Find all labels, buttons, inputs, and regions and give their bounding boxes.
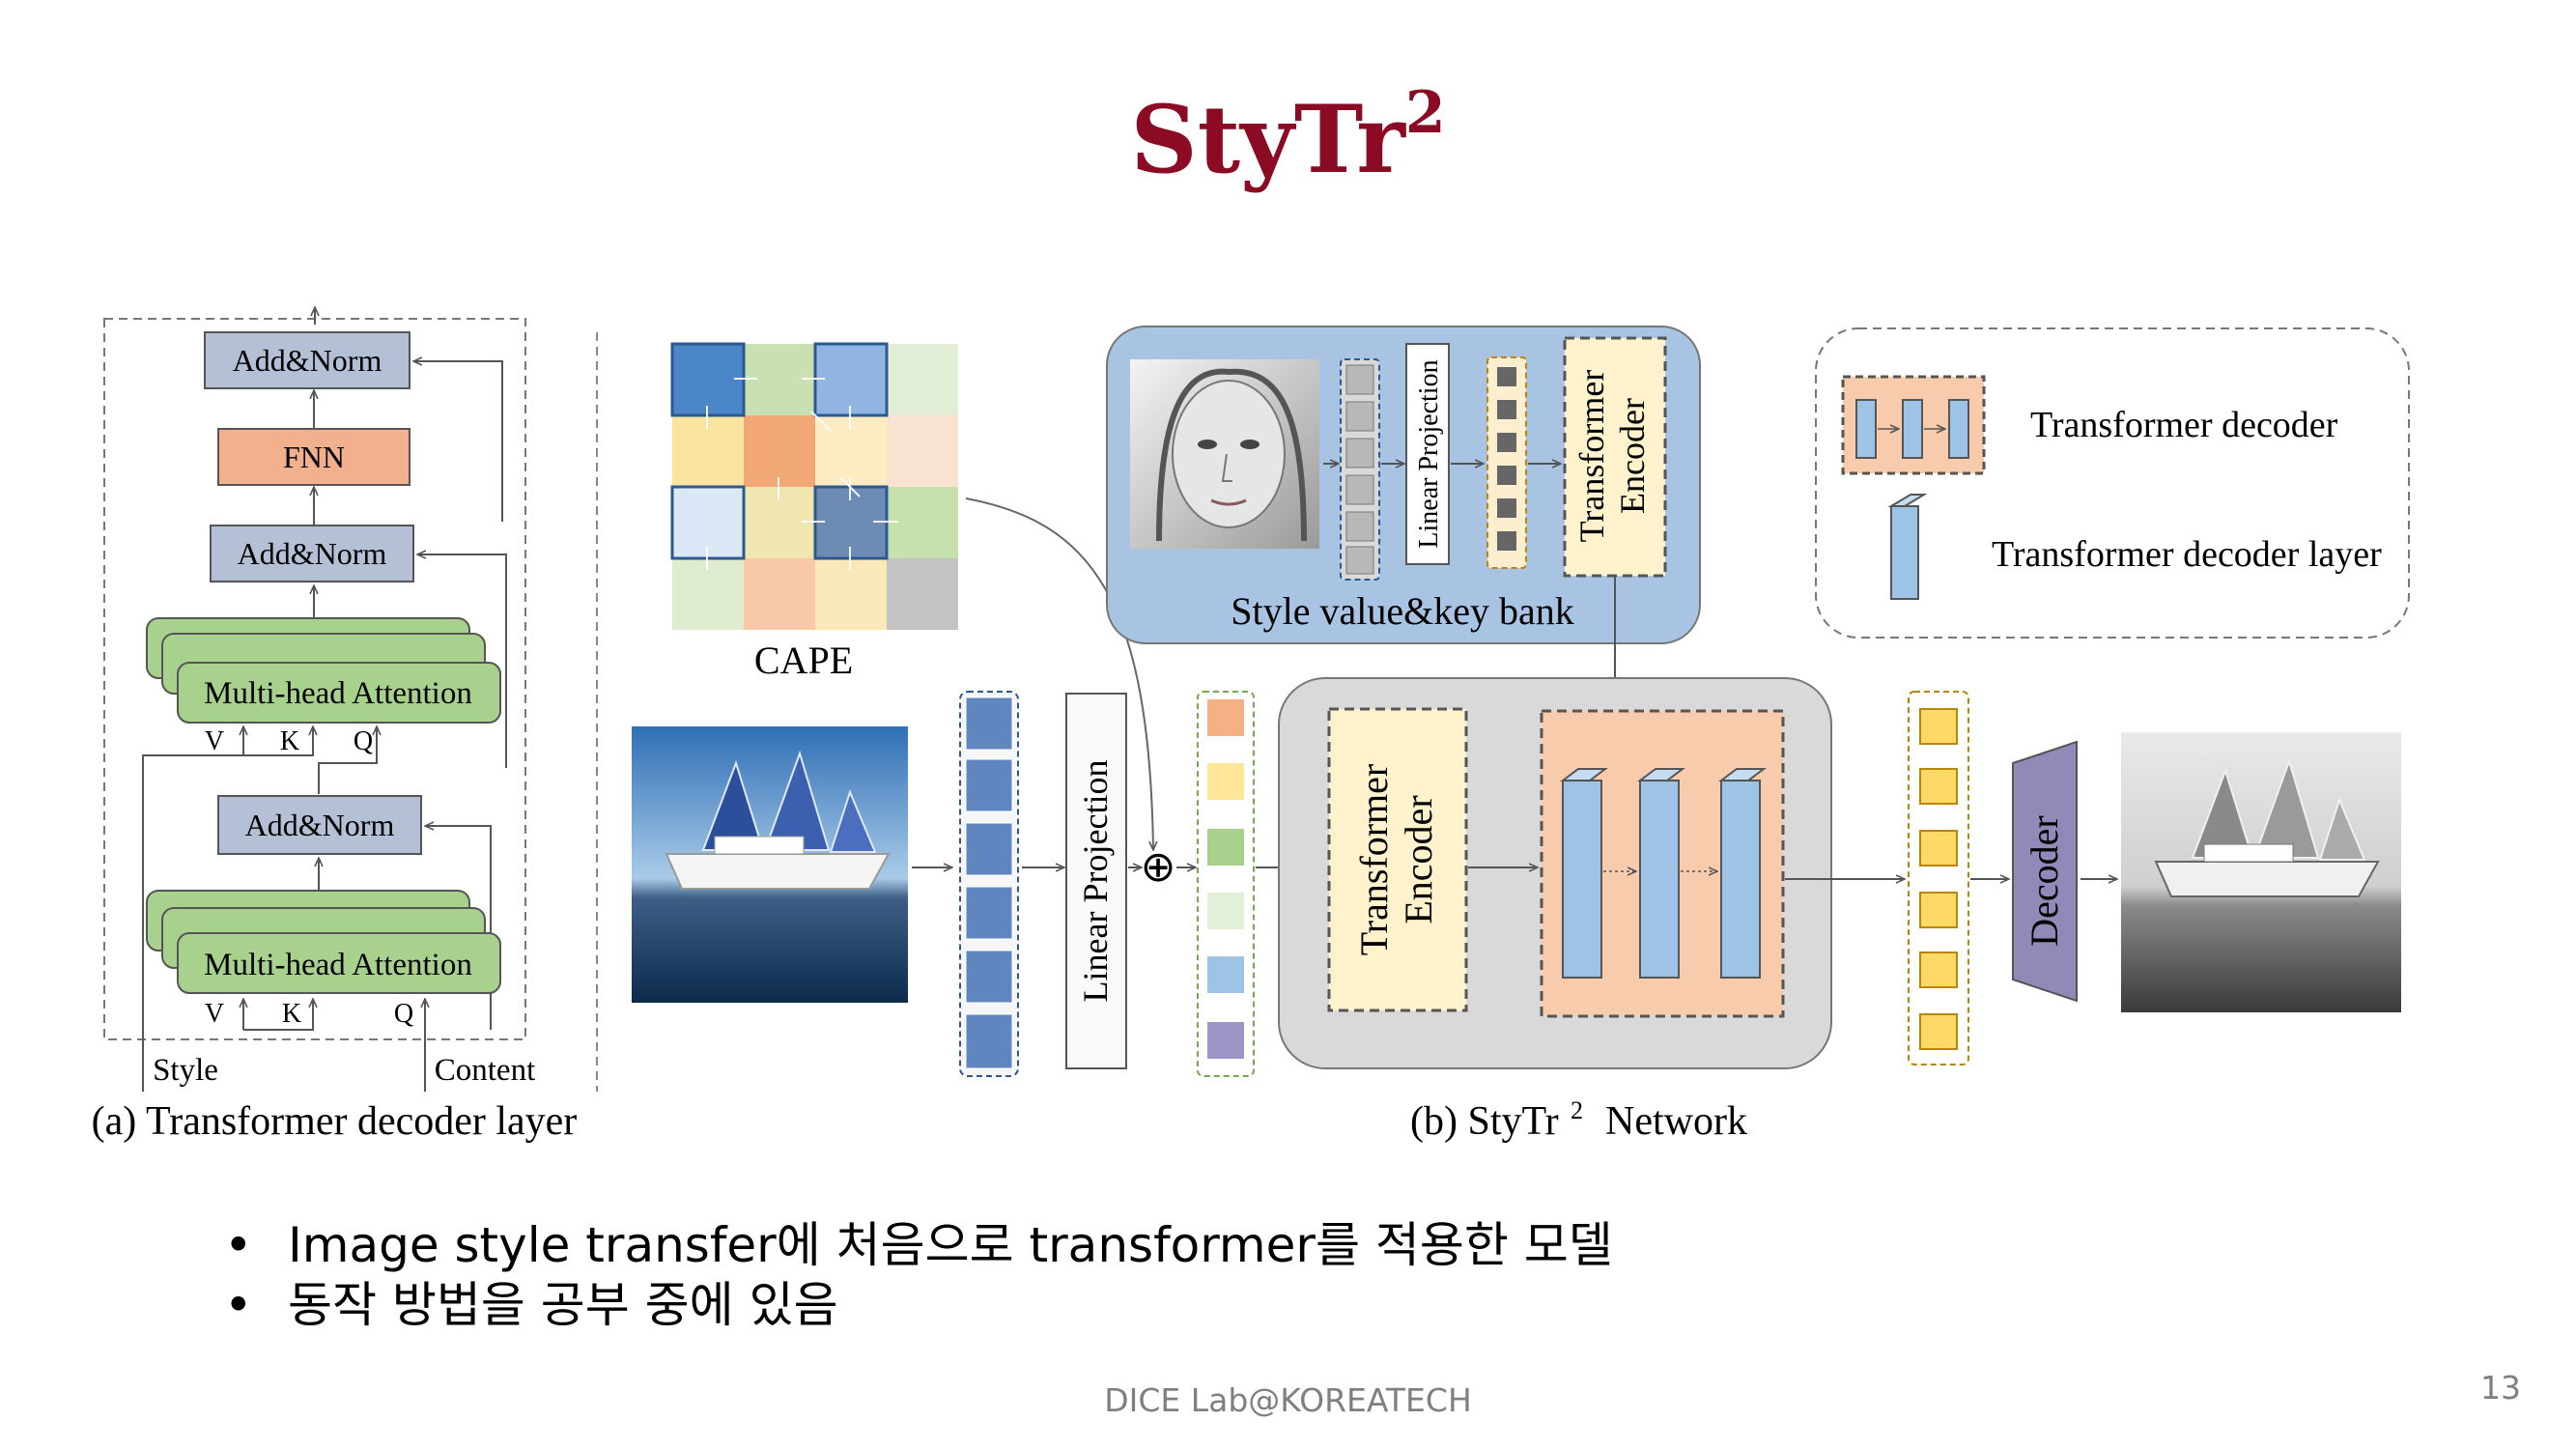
- add-pos-encoding-icon: ⊕: [1141, 843, 1176, 891]
- legend-decoder-label: Transformer decoder: [2030, 405, 2338, 445]
- page-number: 13: [2480, 1369, 2521, 1406]
- style-encoder-line2: Encoder: [1613, 398, 1652, 514]
- mha-upper-v: V: [205, 726, 224, 756]
- slide-footer: DICE Lab@KOREATECH: [1104, 1381, 1472, 1419]
- panel-b-caption-sup: 2: [1571, 1096, 1583, 1124]
- bullet-item: • 동작 방법을 공부 중에 있음: [224, 1275, 1613, 1335]
- add-norm-mid-label: Add&Norm: [238, 536, 387, 571]
- style-linear-projection-label: Linear Projection: [1414, 359, 1444, 548]
- cape-label: CAPE: [754, 639, 853, 682]
- cape-grid: [670, 342, 958, 630]
- mha-upper-k: K: [280, 726, 299, 756]
- mha-upper-label: Multi-head Attention: [204, 676, 472, 711]
- panel-b-caption-suffix: Network: [1605, 1099, 1747, 1144]
- style-encoder-line1: Transformer: [1572, 370, 1611, 543]
- add-norm-top-box: [204, 331, 410, 389]
- input-style-label: Style: [153, 1053, 218, 1088]
- bullet-text: Image style transfer에 처음으로 transformer를 …: [288, 1217, 1613, 1273]
- panel-b-caption-prefix: (b) StyTr: [1410, 1099, 1559, 1144]
- bullet-item: • Image style transfer에 처음으로 transformer…: [224, 1215, 1613, 1275]
- fnn-box: [217, 428, 410, 486]
- content-ship-image: [632, 726, 908, 1003]
- bullet-dot: •: [224, 1277, 253, 1333]
- mha-lower-box: [177, 932, 501, 994]
- decoder-label: Decoder: [2023, 815, 2066, 946]
- style-linear-projection-box: [1405, 343, 1450, 565]
- legend-box: [1815, 327, 2410, 639]
- decoder-layers: [1560, 768, 1767, 979]
- mha-lower-k: K: [282, 999, 301, 1029]
- bullet-list: • Image style transfer에 처음으로 transformer…: [224, 1215, 1613, 1335]
- add-norm-top-label: Add&Norm: [233, 343, 382, 378]
- panel-a-decoder-layer: Add&Norm FNN Add&Norm Multi-head Attenti…: [92, 307, 598, 1144]
- input-content-label: Content: [435, 1053, 536, 1088]
- content-transformer-encoder-box: [1327, 707, 1468, 1012]
- add-norm-low-box: [217, 795, 422, 855]
- content-encoder-line2: Encoder: [1397, 795, 1440, 923]
- panel-b-network: CAPE Linear Projection: [632, 326, 2410, 1144]
- cape-arrow: [965, 497, 1153, 850]
- mha-lower-v: V: [205, 999, 224, 1029]
- fnn-label: FNN: [283, 440, 345, 474]
- mha-lower-label: Multi-head Attention: [204, 948, 472, 982]
- mha-lower-q: Q: [394, 999, 413, 1029]
- legend-decoder-layer-label: Transformer decoder layer: [1992, 534, 2382, 575]
- output-tokens: [1908, 691, 1969, 1065]
- mha-upper-box: [177, 662, 501, 724]
- stylized-output-image: [2121, 732, 2401, 1012]
- decoder-trapezoid: [2012, 740, 2078, 1003]
- content-linear-projection-label: Linear Projection: [1076, 760, 1115, 1003]
- content-linear-projection-box: [1065, 693, 1127, 1069]
- slide-title: StyTr2: [1130, 79, 1446, 194]
- legend-decoder-layer-swatch: [1890, 505, 1919, 600]
- panel-a-caption: (a) Transformer decoder layer: [92, 1099, 578, 1144]
- bullet-dot: •: [224, 1217, 253, 1273]
- content-tokens: [1197, 691, 1255, 1077]
- style-portrait: [1130, 359, 1319, 549]
- bullet-text: 동작 방법을 공부 중에 있음: [288, 1277, 838, 1333]
- style-transformer-encoder-box: [1563, 336, 1667, 578]
- add-norm-mid-box: [210, 525, 414, 582]
- mha-upper-q: Q: [354, 726, 373, 756]
- add-norm-low-label: Add&Norm: [245, 808, 395, 842]
- content-encoder-line1: Transformer: [1352, 764, 1396, 956]
- style-bank-label: Style value&key bank: [1231, 589, 1573, 633]
